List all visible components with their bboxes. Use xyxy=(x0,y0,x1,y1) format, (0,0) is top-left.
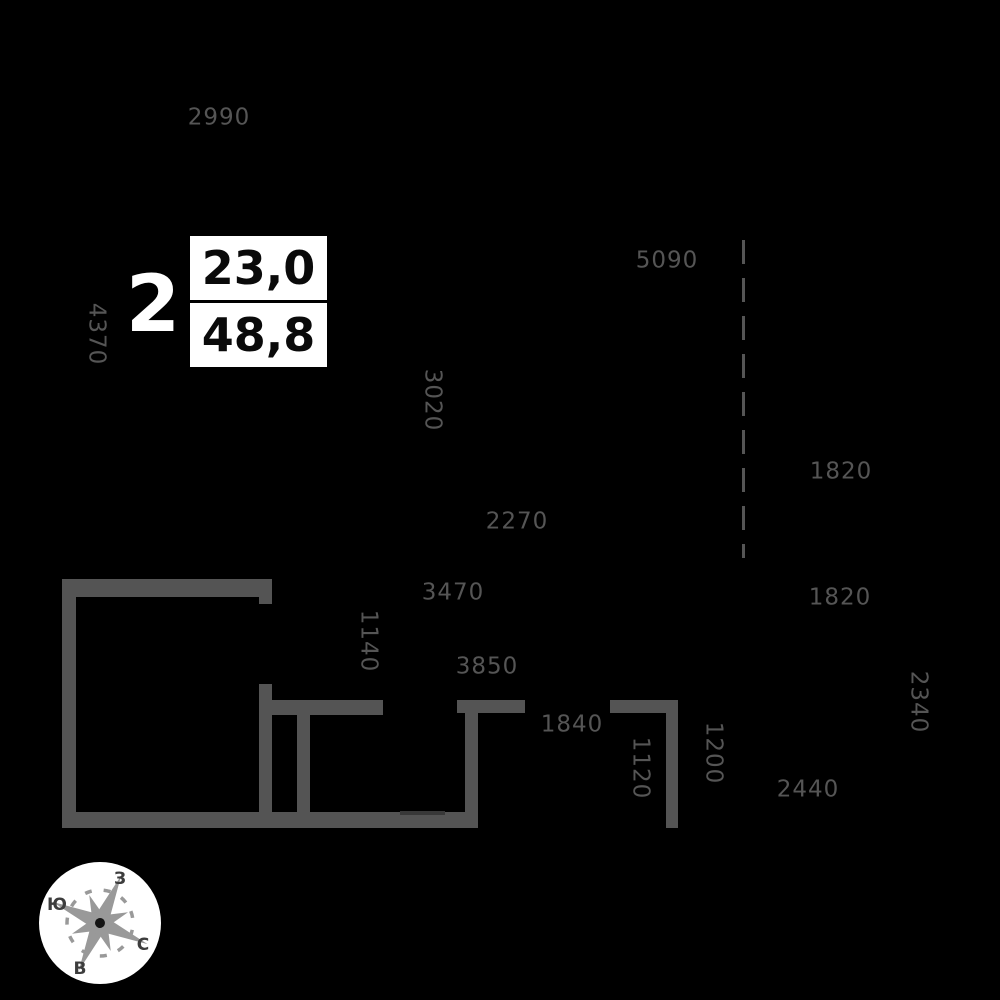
compass-letter-west: З xyxy=(114,869,126,889)
compass-rose: Ю З С В xyxy=(39,862,161,984)
unit-info-card: 23,0 48,8 xyxy=(190,236,327,367)
dimension-label-2340: 2340 xyxy=(905,670,932,734)
wall-room1-top-stub xyxy=(259,597,272,604)
compass-letter-south: Ю xyxy=(47,895,67,915)
dimension-label-1120: 1120 xyxy=(627,736,654,800)
wall-room1-left xyxy=(62,579,76,828)
dimension-label-4370: 4370 xyxy=(83,302,110,366)
wall-horizontal-b xyxy=(457,700,525,713)
wall-middle-vertical xyxy=(259,684,272,828)
dimension-label-3470: 3470 xyxy=(421,579,485,606)
dimension-label-1820a: 1820 xyxy=(809,458,873,485)
room-count-label: 2 xyxy=(125,260,181,350)
dimension-label-2990: 2990 xyxy=(187,104,251,131)
dimension-label-1840: 1840 xyxy=(540,711,604,738)
wall-shaft-vertical xyxy=(297,701,310,828)
dimension-label-1140: 1140 xyxy=(355,609,382,673)
compass-letter-north: С xyxy=(137,935,149,955)
dimension-label-2270: 2270 xyxy=(485,508,549,535)
dashed-boundary-line xyxy=(741,240,745,558)
dimension-label-3850: 3850 xyxy=(455,653,519,680)
wall-vertical-b xyxy=(465,713,478,828)
window-marker xyxy=(400,811,445,815)
wall-horizontal-c xyxy=(610,700,678,713)
compass-letter-east: В xyxy=(74,959,87,979)
total-area-value: 48,8 xyxy=(201,308,316,362)
wall-vertical-c xyxy=(666,713,678,828)
dimension-label-1820b: 1820 xyxy=(808,584,872,611)
dimension-label-3020: 3020 xyxy=(419,368,446,432)
dimension-label-5090: 5090 xyxy=(635,247,699,274)
living-area-value: 23,0 xyxy=(201,241,316,295)
dimension-label-2440: 2440 xyxy=(776,776,840,803)
dimension-label-1200: 1200 xyxy=(700,721,727,785)
area-divider-line xyxy=(190,300,327,303)
wall-room1-top xyxy=(62,579,272,597)
wall-horizontal-a xyxy=(270,700,383,715)
